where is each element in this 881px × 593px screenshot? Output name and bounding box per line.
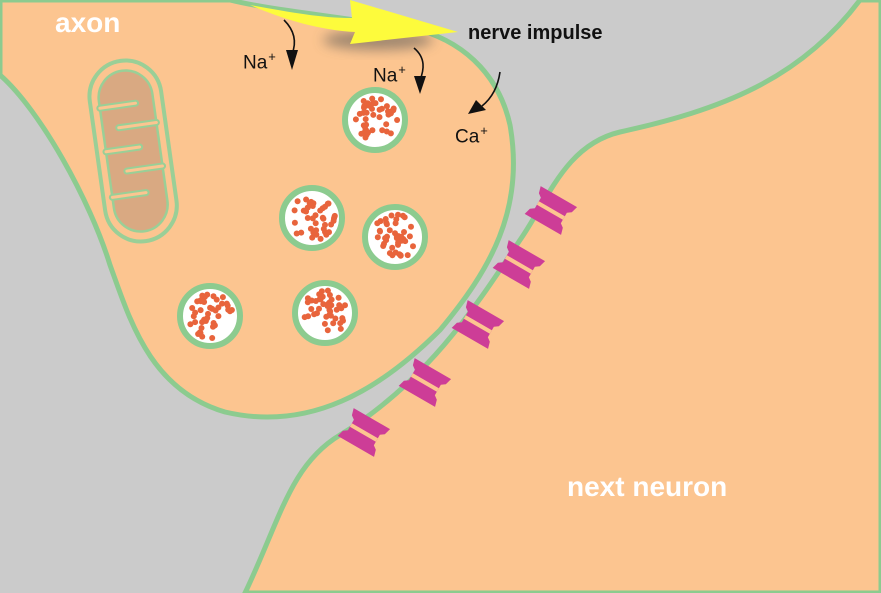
sodium-ion-label-1: Na+: [243, 49, 276, 74]
next-neuron-label: next neuron: [567, 471, 728, 502]
vesicle: [279, 185, 345, 251]
calcium-ion-label: Ca+: [455, 123, 488, 148]
nerve-impulse-arrow-icon: [250, 0, 458, 50]
synaptic-vesicles: [177, 87, 428, 349]
sodium-ion-arrow-2-icon: [413, 47, 426, 94]
receptor-protein: [524, 186, 578, 235]
receptor-protein: [492, 240, 546, 289]
nerve-impulse-label: nerve impulse: [468, 22, 603, 44]
calcium-ion-arrow-icon: [468, 71, 501, 114]
sodium-ion-arrow-1-icon: [283, 19, 298, 70]
vesicle: [292, 280, 358, 346]
vesicle: [177, 283, 243, 349]
receptor-protein: [451, 300, 505, 349]
receptor-protein: [337, 408, 391, 457]
vesicle: [362, 204, 428, 270]
receptor-proteins: [337, 186, 578, 457]
sodium-ion-label-2: Na+: [373, 62, 406, 87]
receptor-protein: [398, 358, 452, 407]
axon-label: axon: [55, 7, 121, 38]
vesicle: [342, 87, 408, 153]
mitochondrion-icon: [87, 58, 179, 244]
